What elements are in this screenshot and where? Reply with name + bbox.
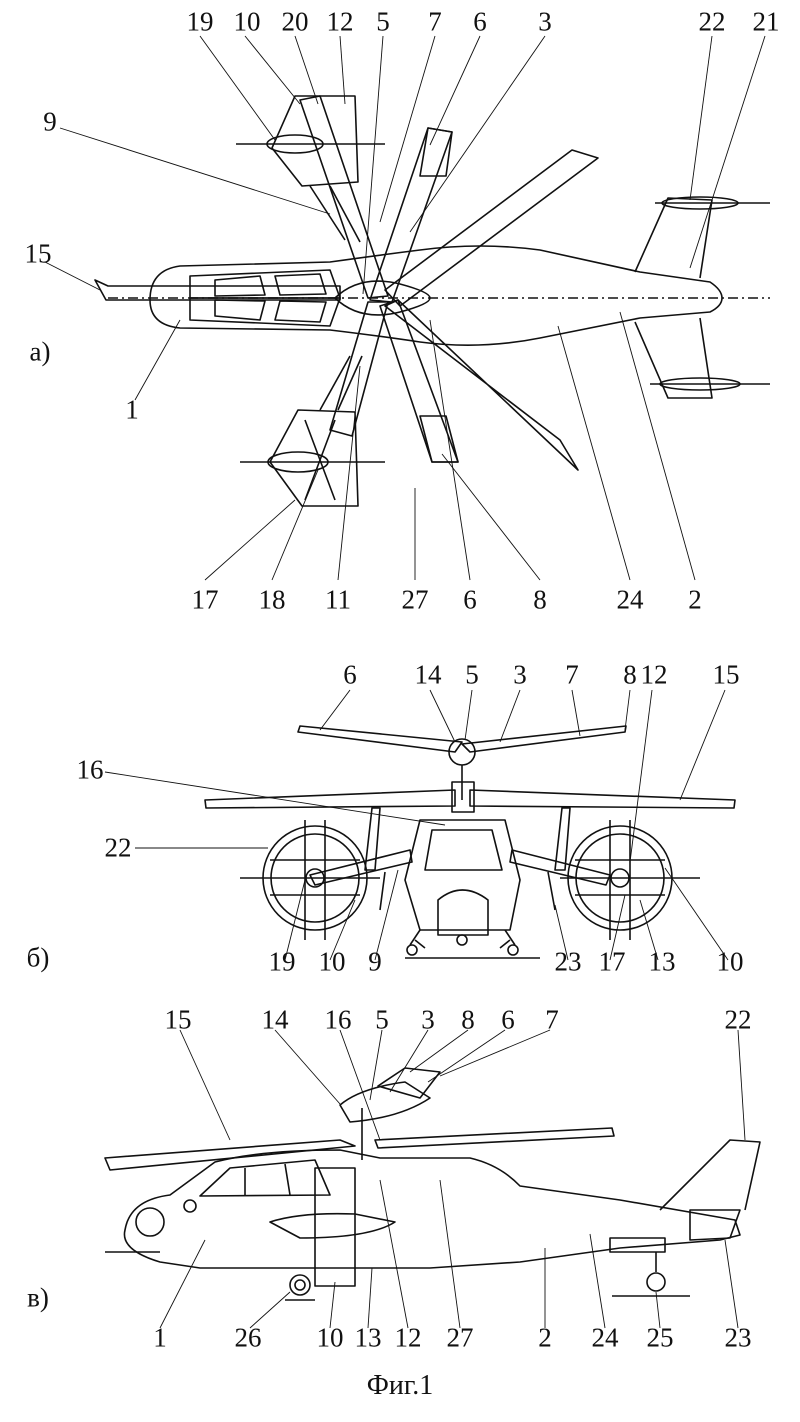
label-19-top: 19 <box>186 6 214 37</box>
side-fuselage <box>124 1150 740 1268</box>
figure-caption: Фиг.1 <box>366 1370 434 1401</box>
label-14-side: 14 <box>261 1004 289 1035</box>
label-22-side: 22 <box>724 1004 752 1035</box>
top-view-drawing <box>45 36 770 580</box>
label-12-front: 12 <box>640 659 668 690</box>
label-5-front: 5 <box>465 659 479 690</box>
label-6-front: 6 <box>343 659 357 690</box>
label-7-side: 7 <box>545 1004 559 1035</box>
label-3-top: 3 <box>538 6 552 37</box>
label-7-front: 7 <box>565 659 579 690</box>
label-15-top: 15 <box>24 238 52 269</box>
label-6-top: 6 <box>473 6 487 37</box>
label-17-top: 17 <box>191 584 219 615</box>
label-8-front: 8 <box>623 659 637 690</box>
label-11-top: 11 <box>325 584 351 615</box>
label-2-top: 2 <box>688 584 702 615</box>
label-13-side: 13 <box>354 1322 382 1353</box>
label-27-side: 27 <box>446 1322 474 1353</box>
label-24-top: 24 <box>616 584 644 615</box>
label-10-side: 10 <box>316 1322 344 1353</box>
upper-fan-nacelle <box>272 96 358 186</box>
front-view-drawing <box>105 690 735 960</box>
label-18-top: 18 <box>258 584 286 615</box>
label-15-side: 15 <box>164 1004 192 1035</box>
label-16-side: 16 <box>324 1004 352 1035</box>
label-14-front: 14 <box>414 659 442 690</box>
side-fan-nacelle <box>315 1168 355 1286</box>
view-tag-front: б) <box>26 942 50 973</box>
label-12-top: 12 <box>326 6 354 37</box>
label-6b-top: 6 <box>463 584 477 615</box>
view-tag-top: a) <box>29 336 51 367</box>
side-view-drawing <box>105 1030 760 1328</box>
label-27-top: 27 <box>401 584 429 615</box>
label-5-top: 5 <box>376 6 390 37</box>
front-fuselage <box>405 820 520 930</box>
label-24-side: 24 <box>591 1322 619 1353</box>
label-10-front: 10 <box>318 946 346 977</box>
label-15-front: 15 <box>712 659 740 690</box>
label-8-top: 8 <box>533 584 547 615</box>
label-7-top: 7 <box>428 6 442 37</box>
view-tag-side: в) <box>27 1282 49 1313</box>
label-1-side: 1 <box>153 1322 167 1353</box>
label-22-front: 22 <box>104 832 132 863</box>
label-13-front: 13 <box>648 946 676 977</box>
label-21-top: 21 <box>752 6 780 37</box>
label-2-side: 2 <box>538 1322 552 1353</box>
label-10b-front: 10 <box>716 946 744 977</box>
label-3-side: 3 <box>421 1004 435 1035</box>
label-10-top: 10 <box>233 6 261 37</box>
label-6-side: 6 <box>501 1004 515 1035</box>
label-8-side: 8 <box>461 1004 475 1035</box>
label-9-top: 9 <box>43 106 57 137</box>
label-5-side: 5 <box>375 1004 389 1035</box>
label-26-side: 26 <box>234 1322 262 1353</box>
label-23-side: 23 <box>724 1322 752 1353</box>
label-17-front: 17 <box>598 946 626 977</box>
label-23-front: 23 <box>554 946 582 977</box>
label-16-front: 16 <box>76 754 104 785</box>
label-1-top: 1 <box>125 394 139 425</box>
label-20-top: 20 <box>281 6 309 37</box>
label-3-front: 3 <box>513 659 527 690</box>
label-25-side: 25 <box>646 1322 674 1353</box>
label-9-front: 9 <box>368 946 382 977</box>
lower-fan-nacelle <box>270 410 358 506</box>
label-22-top: 22 <box>698 6 726 37</box>
label-12-side: 12 <box>394 1322 422 1353</box>
label-19-front: 19 <box>268 946 296 977</box>
